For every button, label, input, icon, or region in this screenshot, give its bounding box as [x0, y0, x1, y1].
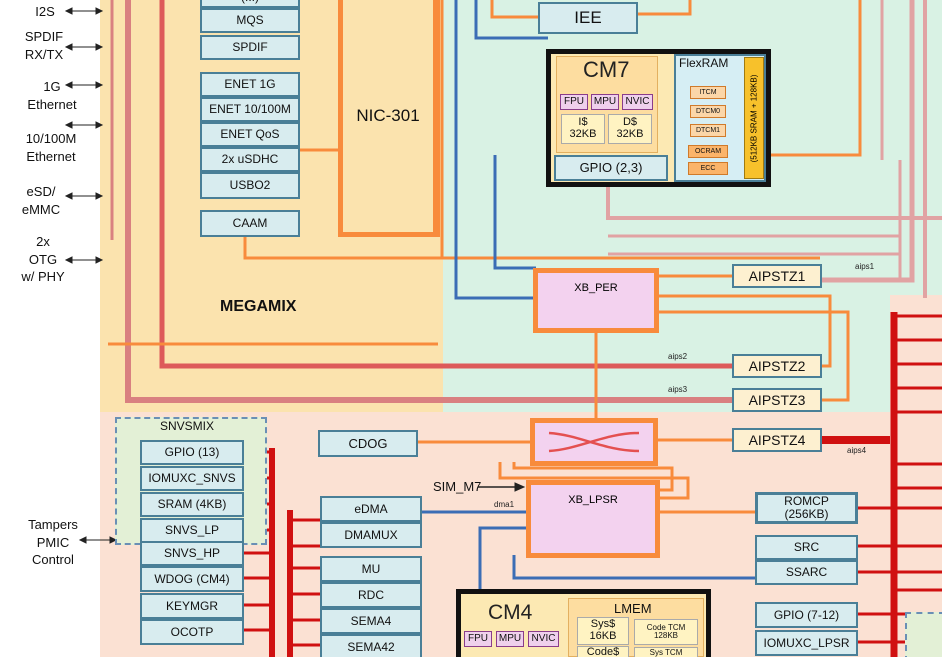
cm7-icache: I$32KB	[561, 114, 605, 144]
snvs-hp-block[interactable]: SNVS_HP	[140, 541, 244, 566]
spdif-block[interactable]: SPDIF	[200, 35, 300, 60]
orange-bus	[512, 462, 674, 492]
megamix-title: MEGAMIX	[220, 298, 297, 315]
orange-bus	[770, 0, 862, 157]
ocotp-block[interactable]: OCOTP	[140, 619, 244, 645]
gpio-7-12-block[interactable]: GPIO (7-12)	[755, 602, 858, 628]
snvs-lp-block[interactable]: SNVS_LP	[140, 518, 244, 543]
edma-block[interactable]: eDMA	[320, 496, 422, 522]
usdhc-block[interactable]: 2x uSDHC	[200, 147, 300, 172]
ocram-block: OCRAM	[688, 145, 728, 158]
cm4-mpu: MPU	[496, 631, 524, 647]
xb-per-block[interactable]: XB_PER	[533, 268, 659, 333]
flexram-sram-bar: (512KB SRAM + 128KB)	[744, 57, 764, 179]
aipstz4-block[interactable]: AIPSTZ4	[732, 428, 822, 452]
blue-bus	[454, 0, 536, 300]
pink-bus	[822, 0, 915, 283]
enet-1g-block[interactable]: ENET 1G	[200, 72, 300, 97]
aips4-label: aips4	[847, 446, 867, 455]
iomuxc-snvs-block[interactable]: IOMUXC_SNVS	[140, 466, 244, 491]
blue-bus	[474, 0, 548, 40]
aips2-bus	[159, 0, 732, 369]
aipstz3-block[interactable]: AIPSTZ3	[732, 388, 822, 412]
cm7-nvic: NVIC	[622, 94, 653, 110]
ssarc-block[interactable]: SSARC	[755, 560, 858, 585]
blue-bus	[493, 155, 536, 270]
sema4-block[interactable]: SEMA4	[320, 608, 422, 634]
sim-m7-label: SIM_M7	[433, 479, 482, 494]
aips1-label: aips1	[855, 262, 875, 271]
gpio-2-3-block[interactable]: GPIO (2,3)	[554, 155, 668, 181]
rdc-block[interactable]: RDC	[320, 582, 422, 608]
aips3-label: aips3	[668, 385, 688, 394]
aips3-bus	[125, 0, 732, 403]
clipped-right-block	[905, 612, 942, 657]
cm7-fpu: FPU	[560, 94, 588, 110]
sema42-block[interactable]: SEMA42	[320, 634, 422, 657]
itcm-block: ITCM	[690, 86, 726, 99]
xb-lpsr-block[interactable]: XB_LPSR	[526, 480, 660, 558]
lmem-title: LMEM	[614, 601, 652, 616]
blue-bus	[478, 526, 530, 590]
aipstz1-block[interactable]: AIPSTZ1	[732, 264, 822, 288]
sram-4kb-block[interactable]: SRAM (4KB)	[140, 492, 244, 517]
keymgr-block[interactable]: KEYMGR	[140, 593, 244, 619]
mqs-block[interactable]: MQS	[200, 8, 300, 33]
flexram-title: FlexRAM	[679, 56, 729, 70]
wdog-cm4-block[interactable]: WDOG (CM4)	[140, 566, 244, 592]
romcp-block[interactable]: ROMCP(256KB)	[755, 492, 858, 524]
signal-esd-emmc: eSD/eMMC	[21, 184, 61, 217]
xb-lpsr-label: XB_LPSR	[568, 494, 618, 506]
ecc-block: ECC	[688, 162, 728, 175]
dmamux-block[interactable]: DMAMUX	[320, 522, 422, 548]
dma1-label: dma1	[494, 500, 515, 509]
signal-i2s: I2S	[35, 4, 55, 19]
nic-301-block[interactable]: NIC-301	[338, 0, 438, 237]
snvsmix-title: SNVSMIX	[160, 419, 215, 433]
orange-bus	[498, 462, 690, 500]
crossbar-x-icon	[548, 431, 640, 453]
crossbar-switch[interactable]	[530, 418, 658, 466]
iomuxc-lpsr-block[interactable]: IOMUXC_LPSR	[755, 630, 858, 656]
usbo2-block[interactable]: USBO2	[200, 172, 300, 199]
orange-bus	[243, 0, 444, 260]
nic-301-label: NIC-301	[356, 105, 420, 125]
dtcm0-block: DTCM0	[690, 105, 726, 118]
pink-bus	[606, 182, 942, 220]
iee-block[interactable]: IEE	[538, 2, 638, 34]
xb-per-label: XB_PER	[574, 282, 618, 294]
orange-bus	[490, 0, 538, 19]
cm7-dcache: D$32KB	[608, 114, 652, 144]
flexram-sram-label: (512KB SRAM + 128KB)	[749, 74, 759, 162]
sys-tcm-block: Sys TCM	[634, 647, 698, 657]
mu-block[interactable]: MU	[320, 556, 422, 582]
cdog-block[interactable]: CDOG	[318, 430, 418, 457]
cm4-fpu: FPU	[464, 631, 492, 647]
cm4-nvic: NVIC	[528, 631, 559, 647]
orange-bus	[656, 294, 832, 368]
enet-qos-block[interactable]: ENET QoS	[200, 122, 300, 147]
cm7-mpu: MPU	[591, 94, 619, 110]
top-partial-block[interactable]: (...)	[200, 0, 300, 8]
cm7-title: CM7	[583, 57, 630, 82]
src-block[interactable]: SRC	[755, 535, 858, 560]
aips2-label: aips2	[668, 352, 688, 361]
dtcm1-block: DTCM1	[690, 124, 726, 137]
code-cache-block: Code$	[577, 646, 629, 657]
enet-10-100m-block[interactable]: ENET 10/100M	[200, 97, 300, 122]
orange-bus	[656, 310, 850, 402]
caam-block[interactable]: CAAM	[200, 210, 300, 237]
aipstz2-block[interactable]: AIPSTZ2	[732, 354, 822, 378]
cm4-title: CM4	[488, 601, 533, 624]
orange-bus	[638, 0, 692, 16]
sys-cache-block: Sys$16KB	[577, 617, 629, 645]
gpio-13-block[interactable]: GPIO (13)	[140, 440, 244, 465]
